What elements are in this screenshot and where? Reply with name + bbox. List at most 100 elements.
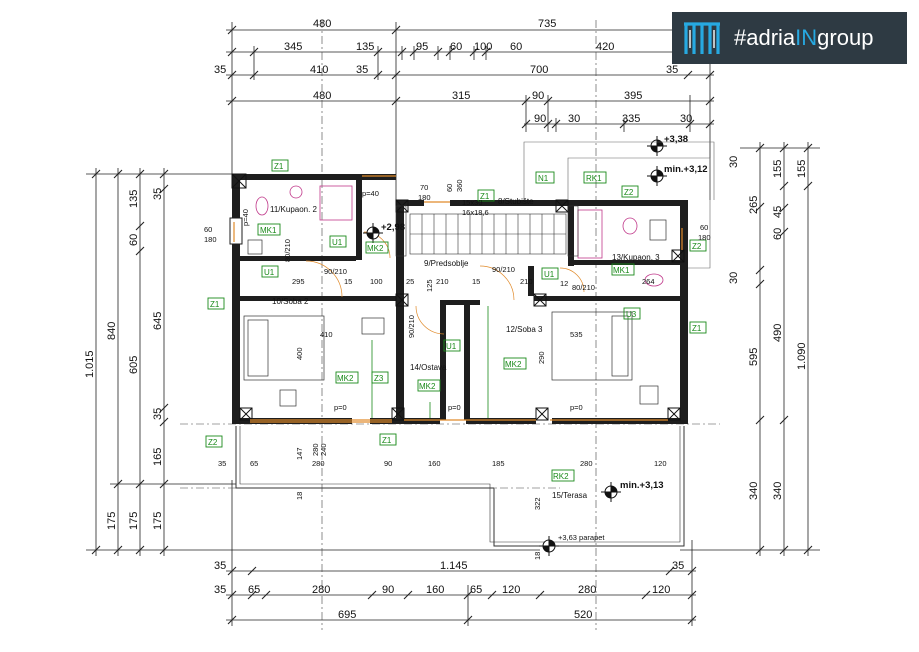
int-dim-18: 65 — [250, 459, 258, 468]
dim-bottom-10: 120 — [502, 584, 520, 596]
dim-top-21: 335 — [622, 113, 640, 125]
dim-bottom-6: 280 — [312, 584, 330, 596]
dim-left-11: 165 — [152, 448, 164, 466]
windows — [233, 175, 683, 423]
dim-top-22: 30 — [680, 113, 692, 125]
int-dim-25: 322 — [533, 497, 542, 510]
int-dim-14: 147 — [295, 447, 304, 460]
dim-top-19: 90 — [534, 113, 546, 125]
room-label-terasa: 15/Terasa — [552, 491, 588, 500]
room-label-soba-3: 12/Soba 3 — [506, 325, 543, 334]
tag-mk2-c: MK2 — [419, 382, 436, 391]
tag-boxes — [205, 159, 707, 482]
int-dim-23: 280 — [580, 459, 593, 468]
dim-top-5: 95 — [416, 41, 428, 53]
staircase — [395, 205, 579, 257]
int-dim-3: 15 — [344, 277, 352, 286]
dim-left-2: 840 — [106, 322, 118, 340]
tag-mk1-b: MK1 — [613, 266, 630, 275]
tag-n1: N1 — [538, 174, 549, 183]
int-dim-15: 280 — [311, 443, 320, 456]
int-dim-27: 18 — [533, 552, 542, 560]
int-dim-1: 295 — [292, 277, 305, 286]
tag-z1-e: Z1 — [692, 324, 702, 333]
int-dim-19: 280 — [312, 459, 325, 468]
room-label-predsoblje: 9/Predsoblje — [424, 259, 469, 268]
opening-label-4: 360 — [455, 179, 464, 192]
sill-label-3: p=0 — [334, 403, 347, 412]
int-dim-17: 35 — [218, 459, 226, 468]
stair-size-1: 15x30 — [462, 198, 482, 207]
bottom-dimension-lines — [226, 480, 696, 626]
dim-bottom-2: 1.145 — [440, 560, 468, 572]
dim-top-20: 30 — [568, 113, 580, 125]
int-dim-26: 18 — [295, 492, 304, 500]
door-label-1: 90/210 — [324, 267, 347, 276]
tag-u1-d: U1 — [544, 270, 555, 279]
dim-bottom-5: 65 — [248, 584, 260, 596]
dim-left-13: 60 — [204, 225, 212, 234]
tag-u3: U3 — [626, 310, 637, 319]
level-markers — [363, 136, 667, 556]
dim-left-9: 35 — [152, 408, 164, 420]
brand-rest: group — [817, 25, 874, 50]
level-label-1: +2,98 — [381, 222, 405, 233]
int-dim-11: 535 — [570, 330, 583, 339]
int-dim-6: 15 — [472, 277, 480, 286]
tag-z2-b: Z2 — [624, 188, 634, 197]
dim-bottom-3: 35 — [672, 560, 684, 572]
tag-z1-a: Z1 — [274, 162, 284, 171]
level-label-4: min.+3,13 — [620, 480, 664, 491]
brand-hash: #adria — [734, 25, 796, 50]
int-dim-10: 400 — [295, 347, 304, 360]
dim-right-6: 60 — [772, 228, 784, 240]
dim-top-12: 35 — [356, 64, 368, 76]
dim-top-10: 35 — [214, 64, 226, 76]
dim-right-13: 60 — [700, 223, 708, 232]
sill-label-4: p=0 — [448, 403, 461, 412]
int-dim-2: 100 — [370, 277, 383, 286]
stair-size-2: 16x18,6 — [462, 208, 489, 217]
dim-top-18: 395 — [624, 90, 642, 102]
tag-z2-c: Z2 — [692, 242, 702, 251]
dim-left-7: 175 — [128, 512, 140, 530]
dim-bottom-9: 65 — [470, 584, 482, 596]
dim-right-9: 30 — [728, 156, 740, 168]
level-label-2: +3,38 — [664, 134, 688, 145]
dim-right-5: 45 — [772, 206, 784, 218]
brand-logo-text: #adriaINgroup — [734, 25, 873, 51]
int-dim-21: 160 — [428, 459, 441, 468]
dim-right-2: 1.090 — [796, 342, 808, 370]
brand-logo-icon — [684, 22, 720, 54]
int-dim-7: 210 — [520, 277, 533, 286]
dim-top-9: 420 — [596, 41, 614, 53]
dim-left-3: 175 — [106, 512, 118, 530]
dim-top-15: 480 — [313, 90, 331, 102]
dim-left-10: 645 — [152, 312, 164, 330]
int-dim-8: 125 — [425, 279, 434, 292]
brand-highlight: IN — [795, 25, 818, 50]
dim-right-14: 180 — [698, 233, 711, 242]
dim-top-6: 60 — [450, 41, 462, 53]
dim-right-3: 155 — [772, 160, 784, 178]
dim-left-4: 135 — [128, 190, 140, 208]
opening-label-1: 70 — [420, 183, 428, 192]
dim-right-4: 265 — [748, 196, 760, 214]
dim-top-11: 410 — [310, 64, 328, 76]
dim-top-13: 700 — [530, 64, 548, 76]
tag-rk1: RK1 — [586, 174, 602, 183]
tag-z2-a: Z2 — [208, 438, 218, 447]
tag-z1-d: Z1 — [480, 192, 490, 201]
dim-top-7: 100 — [474, 41, 492, 53]
dim-top-16: 315 — [452, 90, 470, 102]
door-label-4: 80/210 — [283, 239, 292, 262]
bottom-dimension-ticks — [227, 566, 697, 625]
dim-left-6: 605 — [128, 356, 140, 374]
opening-label-5: 12 — [560, 279, 568, 288]
tag-mk2-d: MK2 — [505, 360, 522, 369]
sill-label-1: p=40 — [362, 189, 379, 198]
dim-right-12: 340 — [748, 482, 760, 500]
opening-label-3: 60 — [445, 184, 454, 192]
